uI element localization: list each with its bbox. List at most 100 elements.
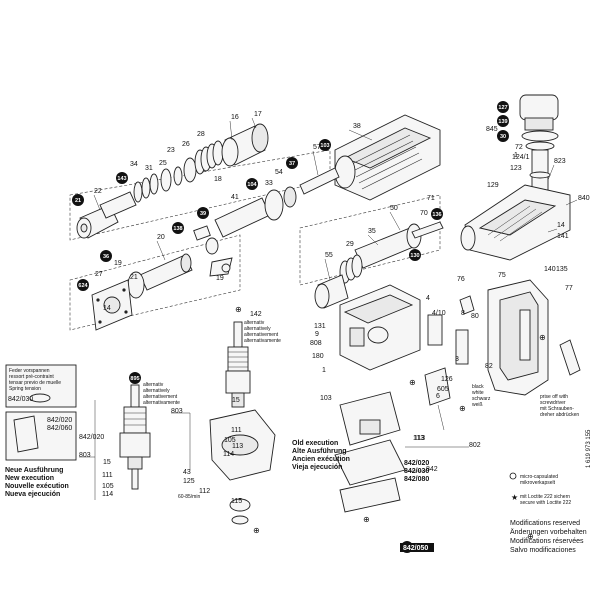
- callout-label: 50: [390, 205, 398, 212]
- callout-label: 14: [557, 222, 565, 229]
- callout-label: 80: [471, 313, 479, 320]
- spring-29: [339, 254, 363, 284]
- loctite-line-2: secure with Loctite 222: [520, 500, 571, 506]
- field-housing-803-center: [209, 409, 276, 525]
- gear-housing-840: [460, 184, 571, 261]
- callout-label: 55: [325, 252, 333, 259]
- part-badge: 103: [319, 139, 331, 151]
- alt-142-line-4: alternativamente: [244, 338, 281, 344]
- alt-895-line-3: alternativement: [143, 394, 178, 400]
- callout-label: 803: [171, 408, 183, 415]
- part-badge: 143: [116, 172, 128, 184]
- callout-label: 113: [232, 443, 243, 450]
- callout-label: 23: [167, 147, 175, 154]
- callout-label: 605: [437, 386, 449, 393]
- callout-label: 43: [183, 469, 191, 476]
- callout-label: 19: [216, 275, 224, 282]
- new-exec-line-4: Nueva ejecución: [5, 491, 60, 498]
- part-badge-label: 37: [289, 161, 295, 167]
- callout-label: 126: [441, 376, 453, 383]
- callout-label: 29: [346, 241, 354, 248]
- handle-75: [487, 279, 549, 396]
- spring-28: [194, 140, 224, 175]
- callout-label: 115: [231, 498, 242, 505]
- crosshair-mark-icon: ⊕: [363, 515, 370, 524]
- callout-label: 14: [103, 305, 111, 312]
- code-842-050-box: [400, 543, 434, 552]
- part-badge-circle: [409, 249, 421, 261]
- part-badge-label: 39: [200, 211, 206, 217]
- micro-caps-icon: [509, 472, 517, 480]
- new-exec-line-3: Nouvelle exécution: [5, 483, 69, 490]
- part-badge-circle: [129, 372, 141, 384]
- tension-line-1: Feder vorspannen: [9, 368, 50, 374]
- part-badge-label: 624: [78, 283, 88, 289]
- part-badge-circle: [72, 194, 84, 206]
- new-execution-label: Neue Ausführung New execution Nouvelle e…: [5, 467, 69, 498]
- alt-block-895: alternativ alternatively alternativement…: [143, 382, 180, 406]
- group-box-left: [69, 234, 241, 331]
- callout-label: 802: [469, 442, 481, 449]
- callout-label: 842/020: [47, 417, 72, 424]
- callout-label: 141: [557, 233, 569, 240]
- callout-label: 77: [565, 285, 573, 292]
- drive-shaft-57: [214, 167, 340, 238]
- loctite-star-icon: ★: [511, 493, 518, 502]
- prise-line-2: screwdriver: [540, 400, 566, 406]
- bw-line-2: white: [472, 390, 484, 396]
- armature-895: [119, 384, 151, 490]
- speed-label: 60-85/min: [178, 494, 200, 500]
- part-badge: 136: [431, 208, 443, 220]
- callout-label: 111: [102, 472, 113, 479]
- callout-label: 8: [461, 310, 465, 317]
- callout-label: 21: [130, 274, 138, 281]
- callout-label: 842: [426, 466, 438, 473]
- new-exec-line-1: Neue Ausführung: [5, 467, 63, 474]
- micro-caps-line-2: mikroverkapselt: [520, 480, 556, 486]
- callout-label: 9: [315, 331, 319, 338]
- part-badge: 37: [286, 157, 298, 169]
- callout-label: 25: [159, 160, 167, 167]
- part-badge-circle: [497, 101, 509, 113]
- part-badge-label: 138: [173, 226, 182, 232]
- callout-label: 845: [486, 126, 498, 133]
- callout-label: 123: [510, 165, 522, 172]
- part-badge: 127: [497, 101, 509, 113]
- mod-line-4: Salvo modificaciones: [510, 547, 576, 554]
- callout-label: 54: [275, 169, 283, 176]
- tension-line-2: ressort pré-contraint: [9, 374, 54, 380]
- callout-label: 35: [368, 228, 376, 235]
- part-badge-circle: [77, 279, 89, 291]
- flange-27: [91, 279, 133, 331]
- prise-line-4: dreher abdrücken: [540, 412, 579, 418]
- tension-line-3: tensar previo de muelle: [9, 380, 61, 386]
- callout-label: 114: [102, 491, 113, 498]
- callout-label: 114: [223, 451, 234, 458]
- code-842-050: 842/050: [403, 545, 428, 552]
- prise-line-3: mit Schrauben-: [540, 406, 574, 412]
- crosshair-mark-icon: ⊕: [235, 305, 242, 314]
- part-badge-circle: [286, 157, 298, 169]
- part-badge-circle: [197, 207, 209, 219]
- callout-label: 17: [254, 111, 262, 118]
- callout-label: 840: [578, 195, 590, 202]
- part-badge-label: 136: [432, 212, 441, 218]
- callout-label: 82: [485, 363, 493, 370]
- part-badge-circle: [497, 115, 509, 127]
- callout-label: 113: [413, 435, 424, 442]
- gear-sleeve-16-17: [221, 123, 269, 167]
- callout-label: 15: [103, 459, 111, 466]
- crosshair-mark-icon: ⊕: [409, 378, 416, 387]
- impact-bolt-55: [314, 274, 349, 309]
- callout-label: 26: [182, 141, 190, 148]
- callout-label: 135: [556, 266, 568, 273]
- part-badge: 130: [409, 249, 421, 261]
- old-exec-line-1: Old execution: [292, 440, 338, 447]
- callout-label: 16: [231, 114, 239, 121]
- part-badge-circle: [319, 139, 331, 151]
- micro-caps-line-1: micro-capsulated: [520, 474, 558, 480]
- callout-label: 70: [420, 210, 428, 217]
- callout-label: 27: [95, 271, 103, 278]
- callout-label: 76: [457, 276, 465, 283]
